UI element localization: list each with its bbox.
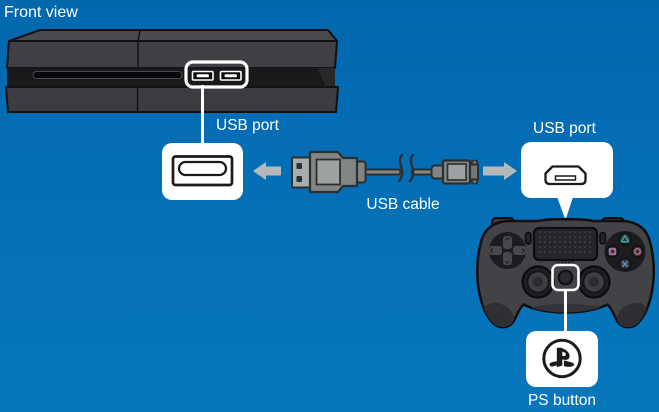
- console-recess-facet: [318, 68, 335, 87]
- callout-line-ps-button: [564, 289, 567, 332]
- console-seam-top: [137, 29, 141, 68]
- usb-port-label-console: USB port: [216, 117, 279, 134]
- arrow-left-icon: [253, 162, 281, 180]
- cable-break-mark: [397, 153, 404, 183]
- dualshock4-controller: [476, 217, 655, 329]
- d-pad: [489, 232, 526, 269]
- right-analog-stick: [577, 265, 611, 299]
- left-analog-stick: [521, 265, 555, 299]
- ps-logo-glyph: [549, 347, 575, 368]
- options-button: [599, 231, 607, 245]
- console-upper-front: [6, 40, 338, 69]
- usb-cable-label: USB cable: [366, 196, 440, 213]
- usb-cable-illustration: [291, 150, 479, 194]
- usb-a-port-icon: [171, 155, 234, 187]
- usb-a-plug: [291, 150, 367, 194]
- micro-usb-plug: [430, 159, 479, 185]
- console-usb-port-callout-box: [162, 143, 243, 200]
- disc-slot: [32, 71, 183, 79]
- console-top-face: [8, 29, 338, 42]
- console-usb-ports-highlight: [184, 60, 249, 89]
- micro-usb-port-icon: [544, 165, 587, 186]
- usb-ports-outline: [184, 60, 249, 89]
- callout-tail: [556, 194, 574, 220]
- usb-port-label-controller: USB port: [533, 120, 596, 137]
- console-usb-port-1: [191, 70, 214, 81]
- face-buttons: [604, 231, 646, 272]
- circle-button: [631, 245, 644, 258]
- square-button: [606, 245, 619, 258]
- front-view-label: Front view: [4, 4, 78, 21]
- controller-usb-port-callout-box: [521, 142, 613, 220]
- console-usb-port-2: [219, 70, 242, 81]
- console-lower-front: [5, 86, 339, 113]
- touchpad: [532, 226, 599, 262]
- ps4-console-front-view: [5, 29, 339, 113]
- ps-button-icon: [542, 338, 582, 379]
- callout-line-console-usb: [201, 85, 204, 144]
- ps-button-label: PS button: [527, 392, 597, 409]
- speaker-holes: [557, 261, 574, 264]
- ps-button-callout-box: [526, 331, 598, 387]
- share-button: [524, 231, 532, 245]
- arrow-right-icon: [483, 162, 517, 180]
